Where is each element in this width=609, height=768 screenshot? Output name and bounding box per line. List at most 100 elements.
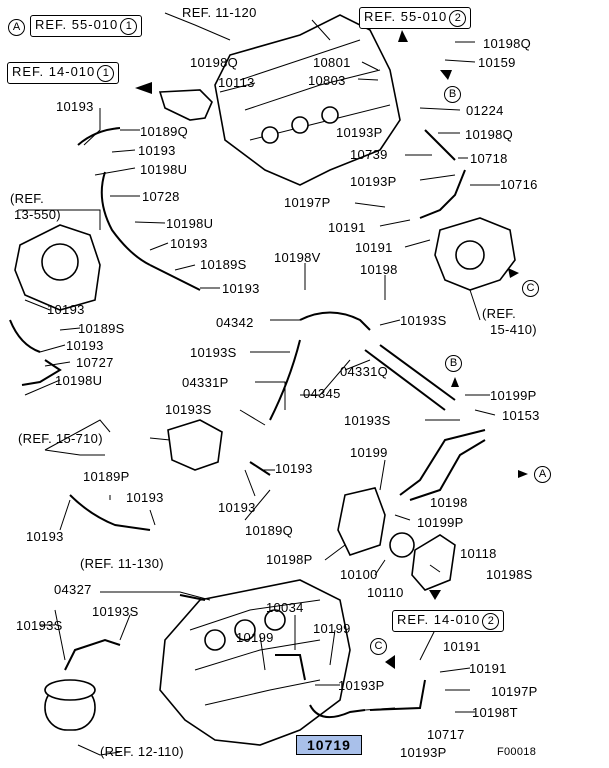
part-10803[interactable]: 10803 [308, 73, 346, 88]
part-10198T[interactable]: 10198T [472, 705, 518, 720]
thermostat-housing-drawing [337, 487, 456, 591]
part-10191[interactable]: 10191 [328, 220, 366, 235]
part-10113[interactable]: 10113 [218, 75, 255, 90]
part-10198[interactable]: 10198 [430, 495, 468, 510]
part-10801[interactable]: 10801 [313, 55, 351, 70]
part-10193S[interactable]: 10193S [92, 604, 139, 619]
part-04342[interactable]: 04342 [216, 315, 254, 330]
marker-a-2: A [532, 466, 551, 483]
part-10199[interactable]: 10199 [313, 621, 351, 636]
part-10193[interactable]: 10193 [126, 490, 164, 505]
part-10193P[interactable]: 10193P [338, 678, 385, 693]
part-10034[interactable]: 10034 [266, 600, 304, 615]
part-10159[interactable]: 10159 [478, 55, 516, 70]
ref-12-110[interactable]: (REF. 12-110) [100, 744, 184, 759]
part-10193P[interactable]: 10193P [350, 174, 397, 189]
marker-a-top: A [6, 19, 25, 36]
part-10193[interactable]: 10193 [66, 338, 104, 353]
part-10727[interactable]: 10727 [76, 355, 114, 370]
part-10193[interactable]: 10193 [138, 143, 176, 158]
part-10118[interactable]: 10118 [460, 546, 497, 561]
part-10189Q[interactable]: 10189Q [245, 523, 294, 538]
part-10719-highlighted[interactable]: 10719 [296, 735, 362, 755]
water-outlet-fitting-drawing [158, 89, 213, 121]
part-10153[interactable]: 10153 [502, 408, 540, 423]
part-10189S[interactable]: 10189S [78, 321, 125, 336]
part-10193[interactable]: 10193 [222, 281, 260, 296]
marker-b-2: B [443, 355, 462, 372]
part-10198V[interactable]: 10198V [274, 250, 321, 265]
part-10198U[interactable]: 10198U [55, 373, 103, 388]
water-pump-drawing [434, 217, 516, 291]
part-04331Q[interactable]: 04331Q [340, 364, 389, 379]
part-10197P[interactable]: 10197P [284, 195, 331, 210]
part-10199P[interactable]: 10199P [490, 388, 537, 403]
marker-c-2: C [368, 638, 387, 655]
part-10110[interactable]: 10110 [367, 585, 404, 600]
part-10191[interactable]: 10191 [355, 240, 393, 255]
part-10193S[interactable]: 10193S [344, 413, 391, 428]
marker-c-1: C [520, 280, 539, 297]
part-10193[interactable]: 10193 [170, 236, 208, 251]
part-10193S[interactable]: 10193S [165, 402, 212, 417]
part-04327[interactable]: 04327 [54, 582, 92, 597]
part-10191[interactable]: 10191 [443, 639, 481, 654]
part-10189S[interactable]: 10189S [200, 257, 247, 272]
part-10199[interactable]: 10199 [236, 630, 274, 645]
part-10193[interactable]: 10193 [275, 461, 313, 476]
part-04345[interactable]: 04345 [303, 386, 341, 401]
part-10199[interactable]: 10199 [350, 445, 388, 460]
part-10718[interactable]: 10718 [470, 151, 508, 166]
ref-15-410-b[interactable]: 15-410) [490, 322, 537, 337]
part-10193[interactable]: 10193 [218, 500, 256, 515]
throttle-body-drawing [14, 224, 101, 311]
part-10193[interactable]: 10193 [26, 529, 64, 544]
part-10193S[interactable]: 10193S [400, 313, 447, 328]
part-10716[interactable]: 10716 [500, 177, 538, 192]
part-04331P[interactable]: 04331P [182, 375, 229, 390]
part-10191[interactable]: 10191 [469, 661, 507, 676]
part-10198P[interactable]: 10198P [266, 552, 313, 567]
cylinder-head-drawing [214, 14, 401, 186]
part-10193[interactable]: 10193 [47, 302, 85, 317]
coolant-hoses-drawing [9, 127, 486, 719]
ref-15-410-a[interactable]: (REF. [482, 306, 516, 321]
flow-arrows [135, 30, 528, 669]
part-10199P[interactable]: 10199P [417, 515, 464, 530]
engine-block-drawing [159, 579, 351, 746]
oil-cooler-drawing [44, 679, 96, 731]
part-01224[interactable]: 01224 [466, 103, 504, 118]
part-10198Q[interactable]: 10198Q [190, 55, 239, 70]
diagram-code: F00018 [497, 746, 537, 758]
part-10717[interactable]: 10717 [427, 727, 465, 742]
part-10189P[interactable]: 10189P [83, 469, 130, 484]
part-10198U[interactable]: 10198U [140, 162, 188, 177]
ref-11-120[interactable]: REF. 11-120 [182, 5, 257, 20]
part-10193P[interactable]: 10193P [336, 125, 383, 140]
part-10198[interactable]: 10198 [360, 262, 398, 277]
part-10189Q[interactable]: 10189Q [140, 124, 189, 139]
part-10739[interactable]: 10739 [350, 147, 388, 162]
part-10198U[interactable]: 10198U [166, 216, 214, 231]
ref-11-130[interactable]: (REF. 11-130) [80, 556, 164, 571]
ref-15-710[interactable]: (REF. 15-710) [18, 431, 103, 446]
part-10198Q[interactable]: 10198Q [465, 127, 514, 142]
part-10193P[interactable]: 10193P [400, 745, 447, 760]
part-10197P[interactable]: 10197P [491, 684, 538, 699]
ref-13-550-a[interactable]: (REF. [10, 191, 44, 206]
ref-13-550-b[interactable]: 13-550) [14, 207, 61, 222]
part-10198S[interactable]: 10198S [486, 567, 533, 582]
part-10198Q[interactable]: 10198Q [483, 36, 532, 51]
part-10193S[interactable]: 10193S [190, 345, 237, 360]
idle-control-drawing [167, 419, 223, 471]
part-10728[interactable]: 10728 [142, 189, 180, 204]
part-10100[interactable]: 10100 [340, 567, 378, 582]
part-10193S[interactable]: 10193S [16, 618, 63, 633]
part-10193[interactable]: 10193 [56, 99, 94, 114]
